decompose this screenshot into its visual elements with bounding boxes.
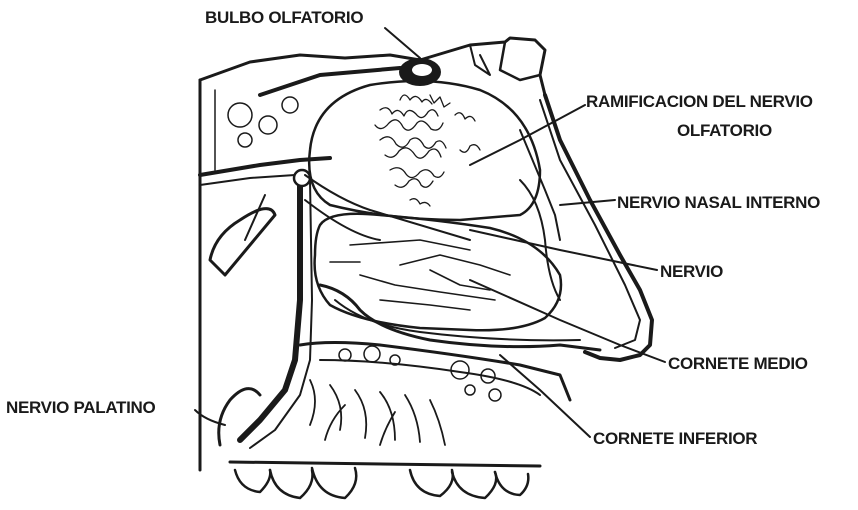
label-ramificacion-line1: RAMIFICACION DEL NERVIO <box>586 91 813 113</box>
label-ramificacion-line2: OLFATORIO <box>677 120 772 142</box>
label-nervio: NERVIO <box>660 261 723 283</box>
label-bulbo-olfatorio: BULBO OLFATORIO <box>205 7 363 29</box>
label-cornete-medio: CORNETE MEDIO <box>668 353 808 375</box>
leader-nasal-interno <box>560 200 615 205</box>
frontal-sinus-wall <box>500 42 540 80</box>
olfactory-branches-texture <box>375 95 480 206</box>
leader-cornete-medio <box>470 280 665 362</box>
teeth <box>230 462 540 498</box>
leader-bulbo <box>385 28 420 58</box>
skull-outline <box>200 38 545 95</box>
leader-nervio <box>470 230 657 270</box>
maxillary-sinus <box>210 209 275 275</box>
leader-cornete-inferior <box>500 355 590 437</box>
label-nervio-palatino: NERVIO PALATINO <box>6 397 155 419</box>
palatine-branches <box>310 380 445 445</box>
label-nervio-nasal-interno: NERVIO NASAL INTERNO <box>617 192 820 214</box>
label-cornete-inferior: CORNETE INFERIOR <box>593 428 757 450</box>
